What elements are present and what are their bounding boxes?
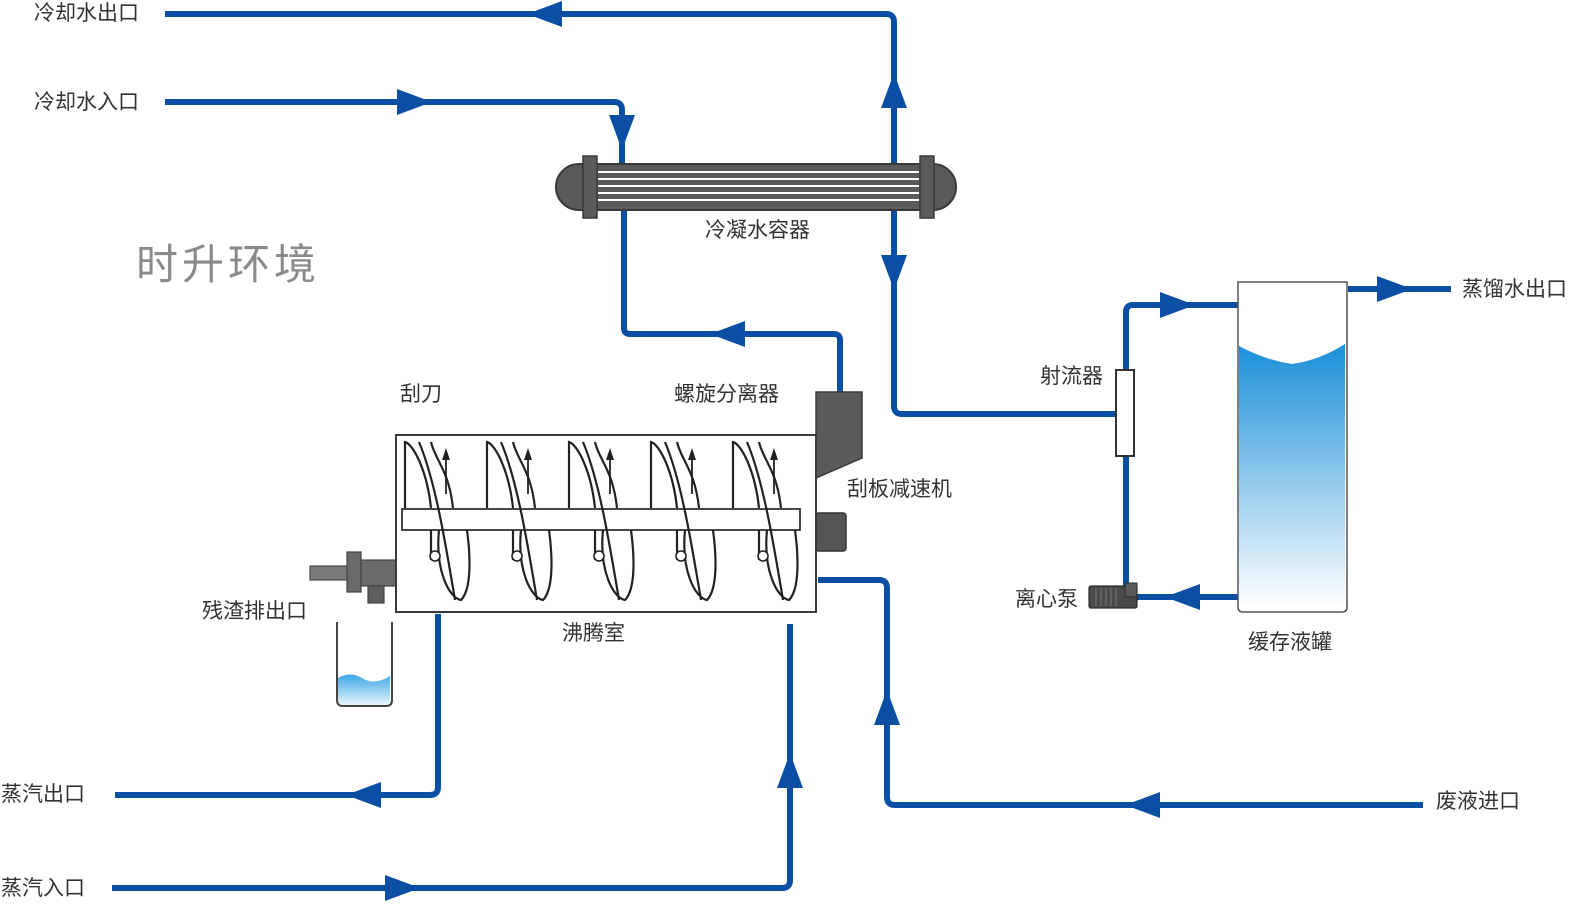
condenser-unit bbox=[555, 155, 957, 219]
vapor-rise-arrowhead-icon bbox=[606, 448, 614, 460]
residue-outlet-valve bbox=[309, 551, 397, 604]
flow-arrow-left-icon bbox=[710, 321, 745, 347]
waste-liquid-inlet-label: 废液进口 bbox=[1436, 789, 1520, 813]
flow-arrow-down-icon bbox=[609, 115, 635, 150]
scraper-blade bbox=[649, 440, 717, 602]
cooling-water-inlet-label: 冷却水入口 bbox=[34, 90, 139, 114]
pipe-steam-inlet bbox=[112, 624, 793, 891]
vapor-rise-arrowhead-icon bbox=[524, 448, 532, 460]
boiling-chamber-label: 沸腾室 bbox=[562, 621, 625, 645]
centrifugal-pump-device bbox=[1088, 582, 1138, 609]
flow-arrow-left-icon bbox=[527, 1, 562, 27]
steam-outlet-label: 蒸汽出口 bbox=[1, 782, 85, 806]
buffer-tank-label: 缓存液罐 bbox=[1248, 630, 1332, 654]
scraper-blade bbox=[403, 440, 471, 602]
pipe-steam-outlet bbox=[115, 614, 441, 798]
centrifugal-pump-label: 离心泵 bbox=[1015, 587, 1078, 611]
boiling-chamber bbox=[395, 434, 817, 613]
flow-arrow-left-icon bbox=[1165, 584, 1200, 610]
flow-arrow-left-icon bbox=[1125, 792, 1160, 818]
flow-arrow-right-icon bbox=[1160, 292, 1195, 318]
pipe-cooling-water-outlet bbox=[165, 11, 897, 166]
condenser-label: 冷凝水容器 bbox=[705, 218, 810, 242]
steam-inlet-label: 蒸汽入口 bbox=[1, 876, 85, 900]
residue-collection-cup bbox=[336, 622, 393, 707]
residue-outlet-label: 残渣排出口 bbox=[202, 599, 307, 623]
cooling-water-outlet-label: 冷却水出口 bbox=[34, 1, 139, 25]
buffer-tank-vessel bbox=[1237, 281, 1348, 613]
cyclone-separator-label: 螺旋分离器 bbox=[674, 382, 779, 406]
scraper-blade bbox=[567, 440, 635, 602]
vapor-rise-arrowhead-icon bbox=[770, 448, 778, 460]
brand-watermark: 时升环境 bbox=[136, 240, 321, 289]
scraper-hub bbox=[757, 550, 769, 562]
vapor-rise-arrowhead-icon bbox=[442, 448, 450, 460]
flow-arrow-left-icon bbox=[346, 782, 381, 808]
flow-arrow-right-icon bbox=[397, 89, 432, 115]
flow-arrow-right-icon bbox=[1377, 276, 1412, 302]
pipe-waste-liquid-inlet bbox=[818, 577, 1423, 808]
flow-arrow-right-icon bbox=[385, 875, 420, 901]
flow-arrow-down-icon bbox=[881, 255, 907, 290]
ejector-label: 射流器 bbox=[1040, 364, 1103, 388]
scraper-reducer-label: 刮板减速机 bbox=[847, 477, 952, 501]
scraper-blade bbox=[731, 440, 799, 602]
scraper-shaft bbox=[401, 508, 801, 531]
scraper-label: 刮刀 bbox=[400, 382, 442, 406]
ejector-device bbox=[1115, 369, 1135, 457]
pipe-ejector-to-tank bbox=[1123, 302, 1238, 370]
scraper-hub bbox=[675, 550, 687, 562]
pipe-condenser-to-ejector bbox=[891, 210, 1116, 417]
scraper-blade bbox=[485, 440, 553, 602]
scraper-hub bbox=[429, 550, 441, 562]
flow-arrow-up-icon bbox=[777, 753, 803, 788]
flow-arrow-up-icon bbox=[881, 73, 907, 108]
vapor-rise-arrowhead-icon bbox=[688, 448, 696, 460]
scraper-hub bbox=[511, 550, 523, 562]
cyclone-separator-hopper bbox=[815, 391, 863, 480]
flow-arrow-up-icon bbox=[874, 690, 900, 725]
scraper-hub bbox=[593, 550, 605, 562]
pipe-cooling-water-inlet bbox=[165, 99, 625, 166]
scraper-reducer-motor bbox=[815, 512, 847, 552]
distilled-water-outlet-label: 蒸馏水出口 bbox=[1462, 277, 1567, 301]
